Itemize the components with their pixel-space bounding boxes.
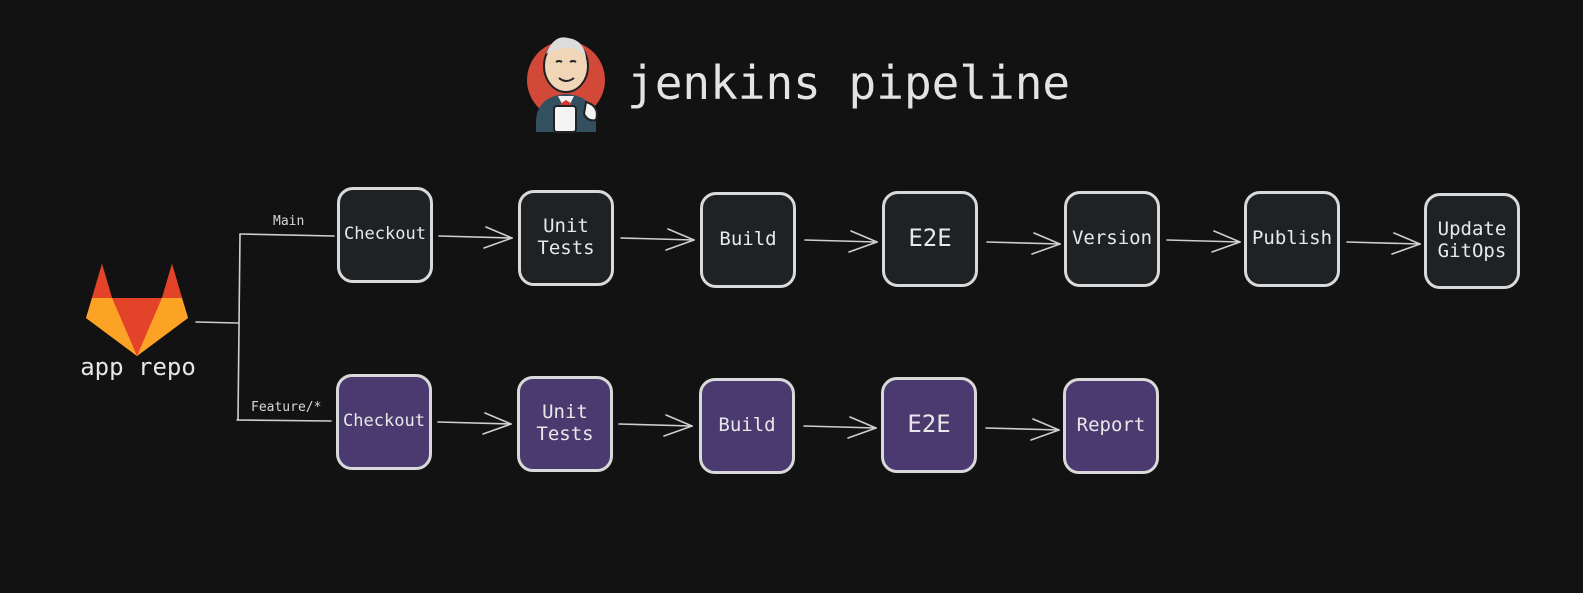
branch-label-main: Main [273, 214, 305, 229]
stage-checkout-feature: Checkout [336, 374, 432, 470]
stage-build-main: Build [700, 192, 796, 288]
stage-unit-tests-feature: Unit Tests [517, 376, 613, 472]
stage-unit-tests-main: Unit Tests [518, 190, 614, 286]
arrow [804, 230, 878, 253]
arrow [985, 418, 1060, 441]
stage-e2e-feature: E2E [881, 377, 977, 473]
stage-build-feature: Build [699, 378, 795, 474]
main-branch-line [239, 233, 335, 237]
arrow [1346, 232, 1421, 255]
page-title: jenkins pipeline [627, 56, 1071, 110]
feature-branch-line [236, 419, 332, 422]
arrow [986, 232, 1061, 255]
branch-label-feature: Feature/* [251, 400, 322, 415]
arrow [438, 226, 513, 249]
stage-publish-main: Publish [1244, 191, 1340, 287]
stage-e2e-main: E2E [882, 191, 978, 287]
branch-trunk [237, 233, 241, 421]
stage-update-gitops-main: Update GitOps [1424, 193, 1520, 289]
jenkins-butler-icon [527, 37, 605, 133]
arrow [1166, 230, 1241, 253]
stage-checkout-main: Checkout [337, 187, 433, 283]
gitlab-fox-icon [86, 264, 188, 356]
arrow [618, 414, 693, 437]
stage-version-main: Version [1064, 191, 1160, 287]
repo-connector [195, 321, 239, 324]
arrow [620, 228, 695, 251]
arrow [437, 412, 512, 435]
repo-label: app repo [80, 353, 196, 381]
arrow [803, 416, 877, 439]
stage-report-feature: Report [1063, 378, 1159, 474]
